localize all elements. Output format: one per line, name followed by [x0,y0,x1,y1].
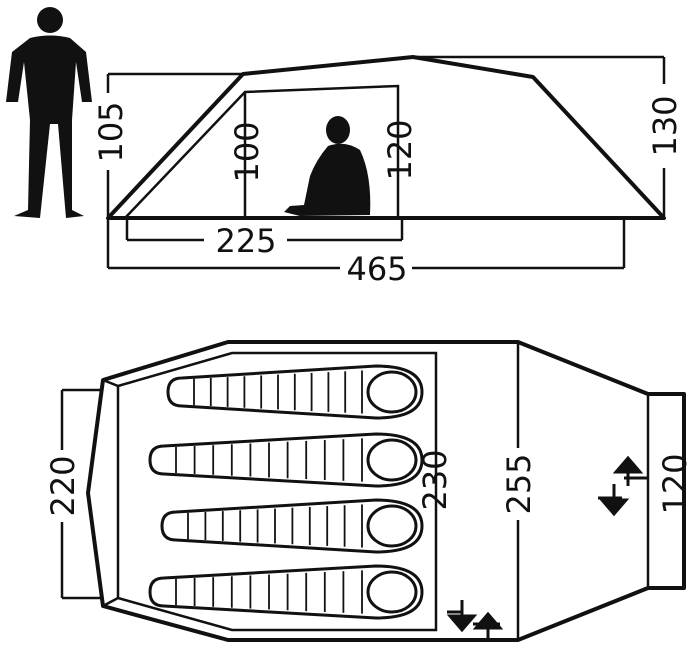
fly-outline [86,340,686,642]
label-total-length: 465 [346,250,407,288]
label-height-inner-rear: 120 [381,119,419,180]
label-height-rear: 130 [646,95,684,156]
dim-width-rear: 120 [646,394,692,588]
dim-height-inner-rear: 120 [381,119,419,180]
label-height-inner-front: 100 [228,121,266,182]
sleeping-bag-hood [366,504,418,548]
seated-person-icon [284,116,371,216]
dim-total-length: 465 [106,218,626,288]
dim-height-inner-front: 100 [228,121,266,182]
dim-inner-length: 225 [125,218,404,260]
sleeping-bag-hood [366,370,418,414]
sleeping-bag [160,498,424,554]
label-width-vestibule: 255 [500,453,538,514]
sleeping-bag-hood [366,570,418,614]
dim-height-front: 105 [92,72,243,216]
sleeping-bag [148,432,424,488]
side-view: 105 100 120 130 225 [6,7,684,288]
sleeping-bags [148,364,424,620]
inner-tent-outline [124,84,400,219]
sleeping-bag [166,364,424,420]
dim-height-rear: 130 [413,55,684,216]
label-inner-length: 225 [215,222,276,260]
label-width-rear: 120 [656,453,692,514]
dim-width-inner: 230 [416,449,454,510]
dim-width-vestibule: 255 [500,342,538,640]
label-height-front: 105 [92,101,130,162]
label-width-inner: 230 [416,449,454,510]
vestibule-door-arrows-icon [598,455,648,517]
sleeping-bag [148,564,424,620]
dim-width-front: 220 [44,388,103,600]
inner-door-arrows-icon [446,600,504,640]
label-width-front: 220 [44,455,82,516]
standing-person-icon [6,7,92,218]
sleeping-bag-hood [366,438,418,482]
floor-plan: 220 230 255 120 [44,340,692,642]
